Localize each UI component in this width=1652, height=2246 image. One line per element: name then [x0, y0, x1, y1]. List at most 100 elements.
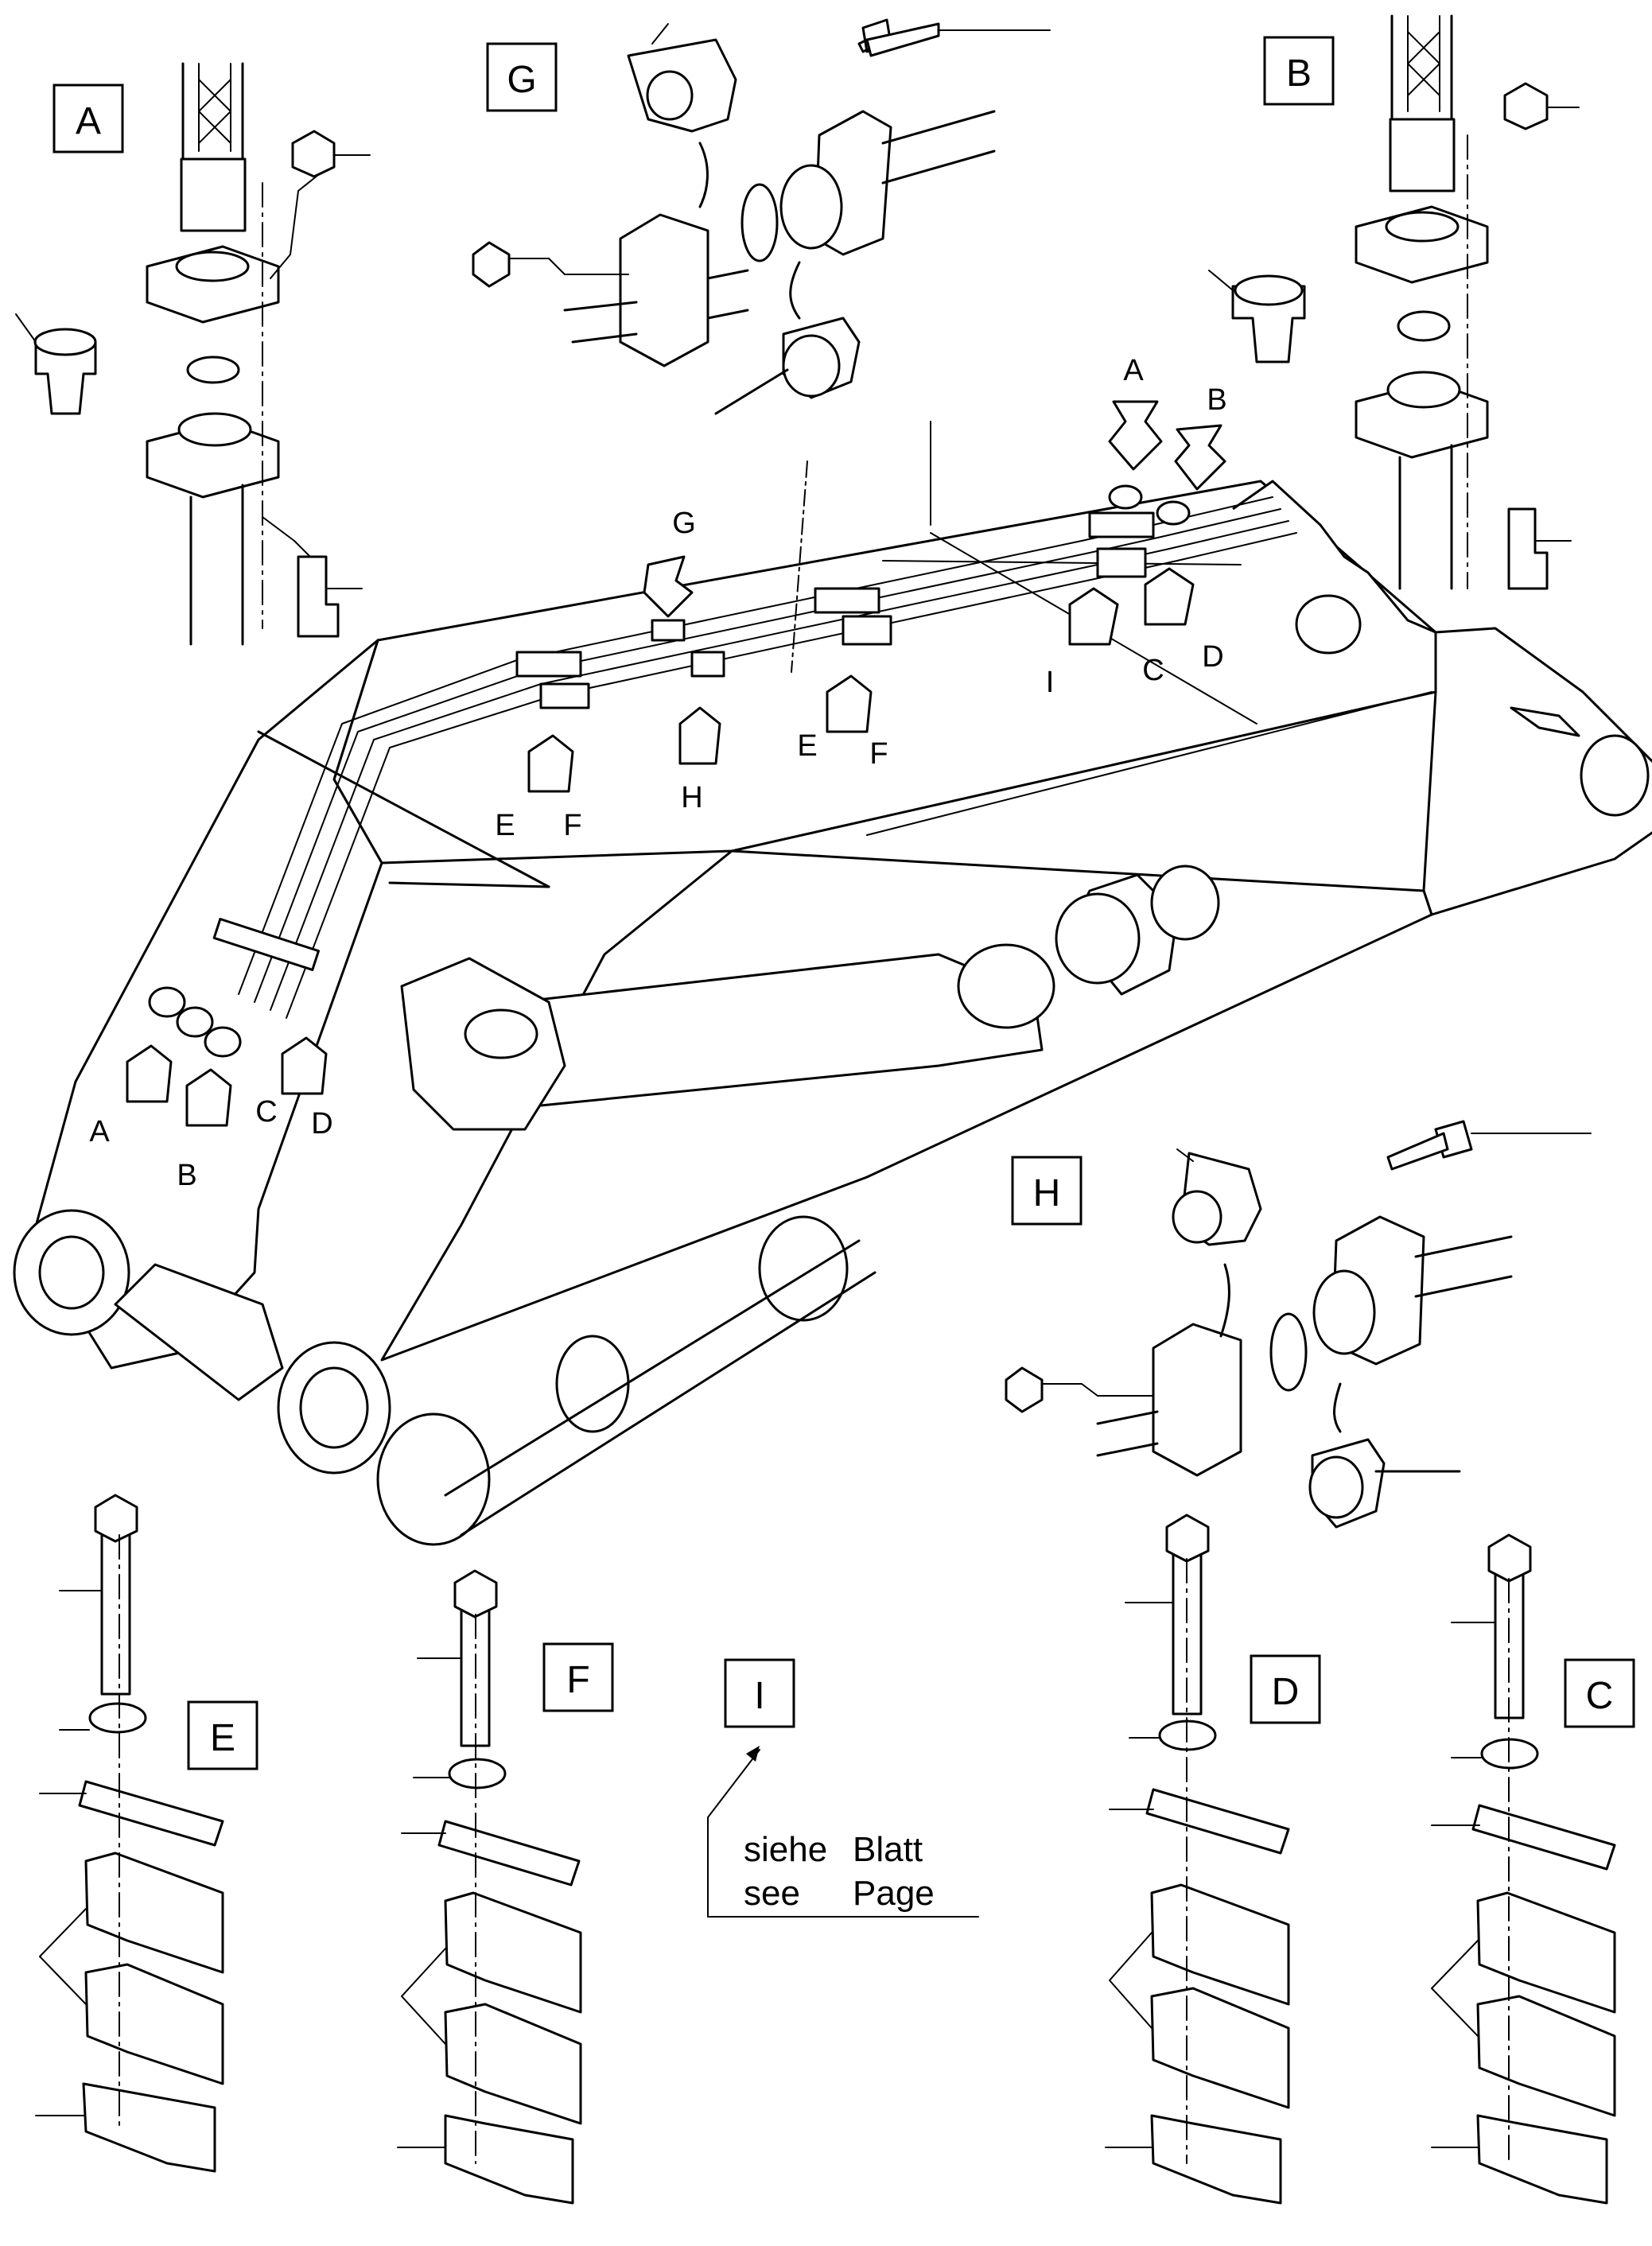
- callout-label-f: F: [566, 1659, 589, 1701]
- arrow-ef-2: [826, 674, 873, 733]
- arrow-a-left: [126, 1044, 173, 1103]
- washer: [88, 1702, 147, 1734]
- hose-outline: [181, 62, 244, 177]
- top-ridge: [1232, 480, 1436, 634]
- clamp-half-upper: [1476, 1891, 1616, 2014]
- pipe-clamp-i-1: [1088, 511, 1155, 538]
- hose-braid: [198, 63, 231, 152]
- arrow-label-d-top: D: [1202, 640, 1223, 674]
- callout-box-f: [542, 1642, 614, 1712]
- flange-boss: [1385, 211, 1460, 243]
- arrow-label-h: H: [681, 781, 702, 814]
- port-elbow-a: [1108, 484, 1143, 510]
- bottom-plate-edge: [444, 1239, 877, 1537]
- bolt-head: [1165, 1514, 1210, 1563]
- pipe-clamp-lower: [212, 918, 321, 971]
- leader-line: [714, 368, 789, 415]
- bolt-head: [453, 1569, 498, 1618]
- pipe-lines: [1096, 1235, 1513, 1457]
- hose-outline: [1390, 14, 1453, 129]
- cap-screw: [297, 555, 340, 638]
- clamp-cover-plate: [1145, 1788, 1290, 1855]
- pipe-stub: [189, 484, 244, 646]
- plug-g-nose: [646, 70, 694, 121]
- blanking-plug: [34, 340, 97, 415]
- arrow-label-a-left: A: [89, 1115, 110, 1148]
- blanking-plug: [1231, 285, 1306, 363]
- arrow-label-b-top: B: [1207, 383, 1226, 417]
- pipe-clamp-3: [814, 587, 880, 614]
- clamp-base-plate: [82, 2082, 216, 2173]
- motion-curve: [1333, 1382, 1342, 1433]
- hose-braid: [1407, 15, 1440, 112]
- arrow-label-a-top: A: [1123, 354, 1144, 387]
- callout-label-c: C: [1586, 1675, 1614, 1717]
- side-plate-hole-1: [555, 1335, 630, 1433]
- arrow-c-top: [1144, 567, 1195, 626]
- port-elbow-b: [1156, 500, 1191, 526]
- leader-line: [651, 23, 669, 45]
- clamp-base-plate: [444, 2114, 574, 2205]
- boom-body: [13, 480, 1652, 1546]
- hex-nut: [1503, 82, 1549, 130]
- hose-fitting: [1389, 118, 1456, 192]
- arrow-label-b-left: B: [177, 1159, 196, 1192]
- clamp-cover-plate: [78, 1780, 224, 1847]
- clamp-half-lower: [84, 1963, 224, 2085]
- leader-line: [1208, 270, 1234, 291]
- hose-fitting: [180, 157, 247, 232]
- port-flange-b: [176, 1006, 214, 1038]
- motion-curve: [698, 142, 709, 208]
- arrow-label-e1: E: [495, 809, 515, 842]
- callout-label-i: I: [754, 1675, 764, 1717]
- arrow-label-d-left: D: [311, 1107, 332, 1140]
- callout-box-b: [1263, 36, 1335, 106]
- callout-box-h: [1011, 1156, 1083, 1226]
- arrow-label-f2: F: [869, 737, 888, 771]
- callout-label-h: H: [1033, 1172, 1061, 1214]
- plug-g-bottom-face: [782, 334, 841, 398]
- callout-label-d: D: [1272, 1671, 1300, 1713]
- cylinder-rod-eye: [957, 943, 1055, 1029]
- flange-boss: [175, 251, 250, 282]
- pipe-clamp-1: [515, 651, 582, 678]
- callout-box-a: [52, 84, 124, 153]
- flange-port: [1386, 371, 1461, 409]
- port-flange-a: [148, 986, 186, 1018]
- flange-h-spigot: [1312, 1269, 1376, 1355]
- lifting-eye: [1510, 706, 1580, 737]
- detail-d-assembly: D: [1105, 1514, 1321, 2205]
- callout-box-i: [724, 1658, 795, 1728]
- cap-screw: [1507, 507, 1549, 590]
- callout-box-c: [1564, 1658, 1635, 1728]
- leader-lines: [262, 174, 319, 558]
- callout-label-a: A: [76, 100, 101, 142]
- leader-line: [401, 1948, 446, 2045]
- clamp-half-upper: [84, 1852, 224, 1974]
- pipe-clamp-4: [842, 615, 892, 646]
- hex-nut-h: [1005, 1366, 1044, 1413]
- arrow-a-top: [1108, 400, 1163, 471]
- arrow-label-i: I: [1046, 666, 1055, 699]
- leader-line: [1041, 1383, 1154, 1397]
- foot-pin-boss-2: [277, 1341, 391, 1475]
- detail-i-note: I siehe Blatt see Page: [707, 1658, 979, 1918]
- foot-pin-boss-1: [13, 1209, 130, 1336]
- note-arrowhead: [746, 1746, 760, 1762]
- foot-pin-bore-2: [299, 1366, 369, 1449]
- note-leader: [707, 1749, 760, 1918]
- detail-e-assembly: E: [35, 1494, 258, 2173]
- clamp-cover-plate: [437, 1820, 581, 1887]
- clamp-cover-plate: [1471, 1804, 1616, 1871]
- pipe-clamp-g: [651, 619, 686, 642]
- arrow-label-g: G: [672, 507, 696, 540]
- bolt-head: [1487, 1533, 1532, 1583]
- hydraulic-pipes: [148, 421, 1297, 1058]
- plug-top: [33, 328, 97, 356]
- foot-pin-bore-1: [38, 1235, 105, 1310]
- callout-label-g: G: [507, 59, 536, 101]
- motion-curve: [1219, 1263, 1230, 1338]
- detail-c-assembly: C: [1431, 1533, 1635, 2205]
- o-ring-h: [1269, 1312, 1308, 1392]
